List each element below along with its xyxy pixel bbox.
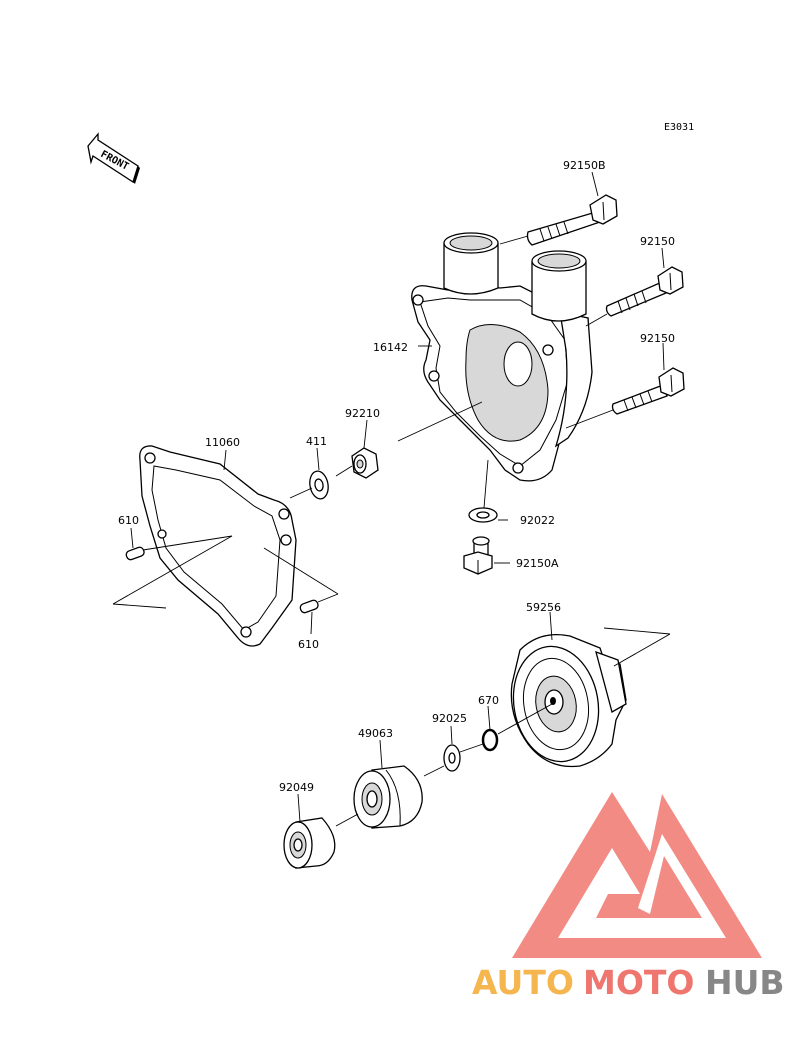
label-16142: 16142: [373, 341, 408, 354]
label-49063: 49063: [358, 727, 393, 740]
label-92150a: 92150A: [516, 557, 559, 570]
logo-text-moto: MOTO: [583, 963, 694, 1002]
front-arrow-icon: FRONT: [87, 132, 140, 184]
label-92150b: 92150B: [563, 159, 606, 172]
pump-cover-16142: [411, 232, 593, 482]
gasket-11060: [139, 445, 297, 647]
dowel-pin-left: [125, 546, 145, 561]
assembly-lines: [112, 235, 671, 827]
logo-text-auto: AUTO: [472, 963, 574, 1002]
label-92150-upper: 92150: [640, 235, 675, 248]
oring-670: [481, 728, 499, 752]
drain-bolt-92150a: [463, 536, 493, 575]
diagram-code: E3031: [664, 122, 694, 133]
label-92210: 92210: [345, 407, 380, 420]
label-92150-lower: 92150: [640, 332, 675, 345]
washer-411: [309, 470, 329, 500]
label-92049: 92049: [279, 781, 314, 794]
oil-seal-92049: [283, 817, 336, 869]
label-670: 670: [478, 694, 499, 707]
dowel-pin-right: [299, 599, 319, 614]
nut-92210: [351, 447, 379, 479]
washer-92022: [468, 507, 498, 523]
mech-seal-49063: [353, 765, 423, 829]
label-11060: 11060: [205, 436, 240, 449]
bolt-92150-upper: [605, 266, 684, 317]
washer-92025: [443, 744, 461, 772]
automotohub-logo: AUTO MOTO HUB: [472, 792, 785, 1002]
logo-text-hub: HUB: [705, 963, 785, 1002]
label-59256: 59256: [526, 601, 561, 614]
label-610-left: 610: [118, 514, 139, 527]
label-411: 411: [306, 435, 327, 448]
part-labels: 92150B 92150 92150 16142 92210 411 11060…: [118, 159, 675, 794]
label-92022: 92022: [520, 514, 555, 527]
bolt-92150-lower: [611, 367, 685, 415]
label-92025: 92025: [432, 712, 467, 725]
label-610-right: 610: [298, 638, 319, 651]
leader-lines: [130, 171, 665, 823]
bolt-92150b: [526, 194, 618, 246]
impeller-housing-59256: [510, 633, 627, 768]
